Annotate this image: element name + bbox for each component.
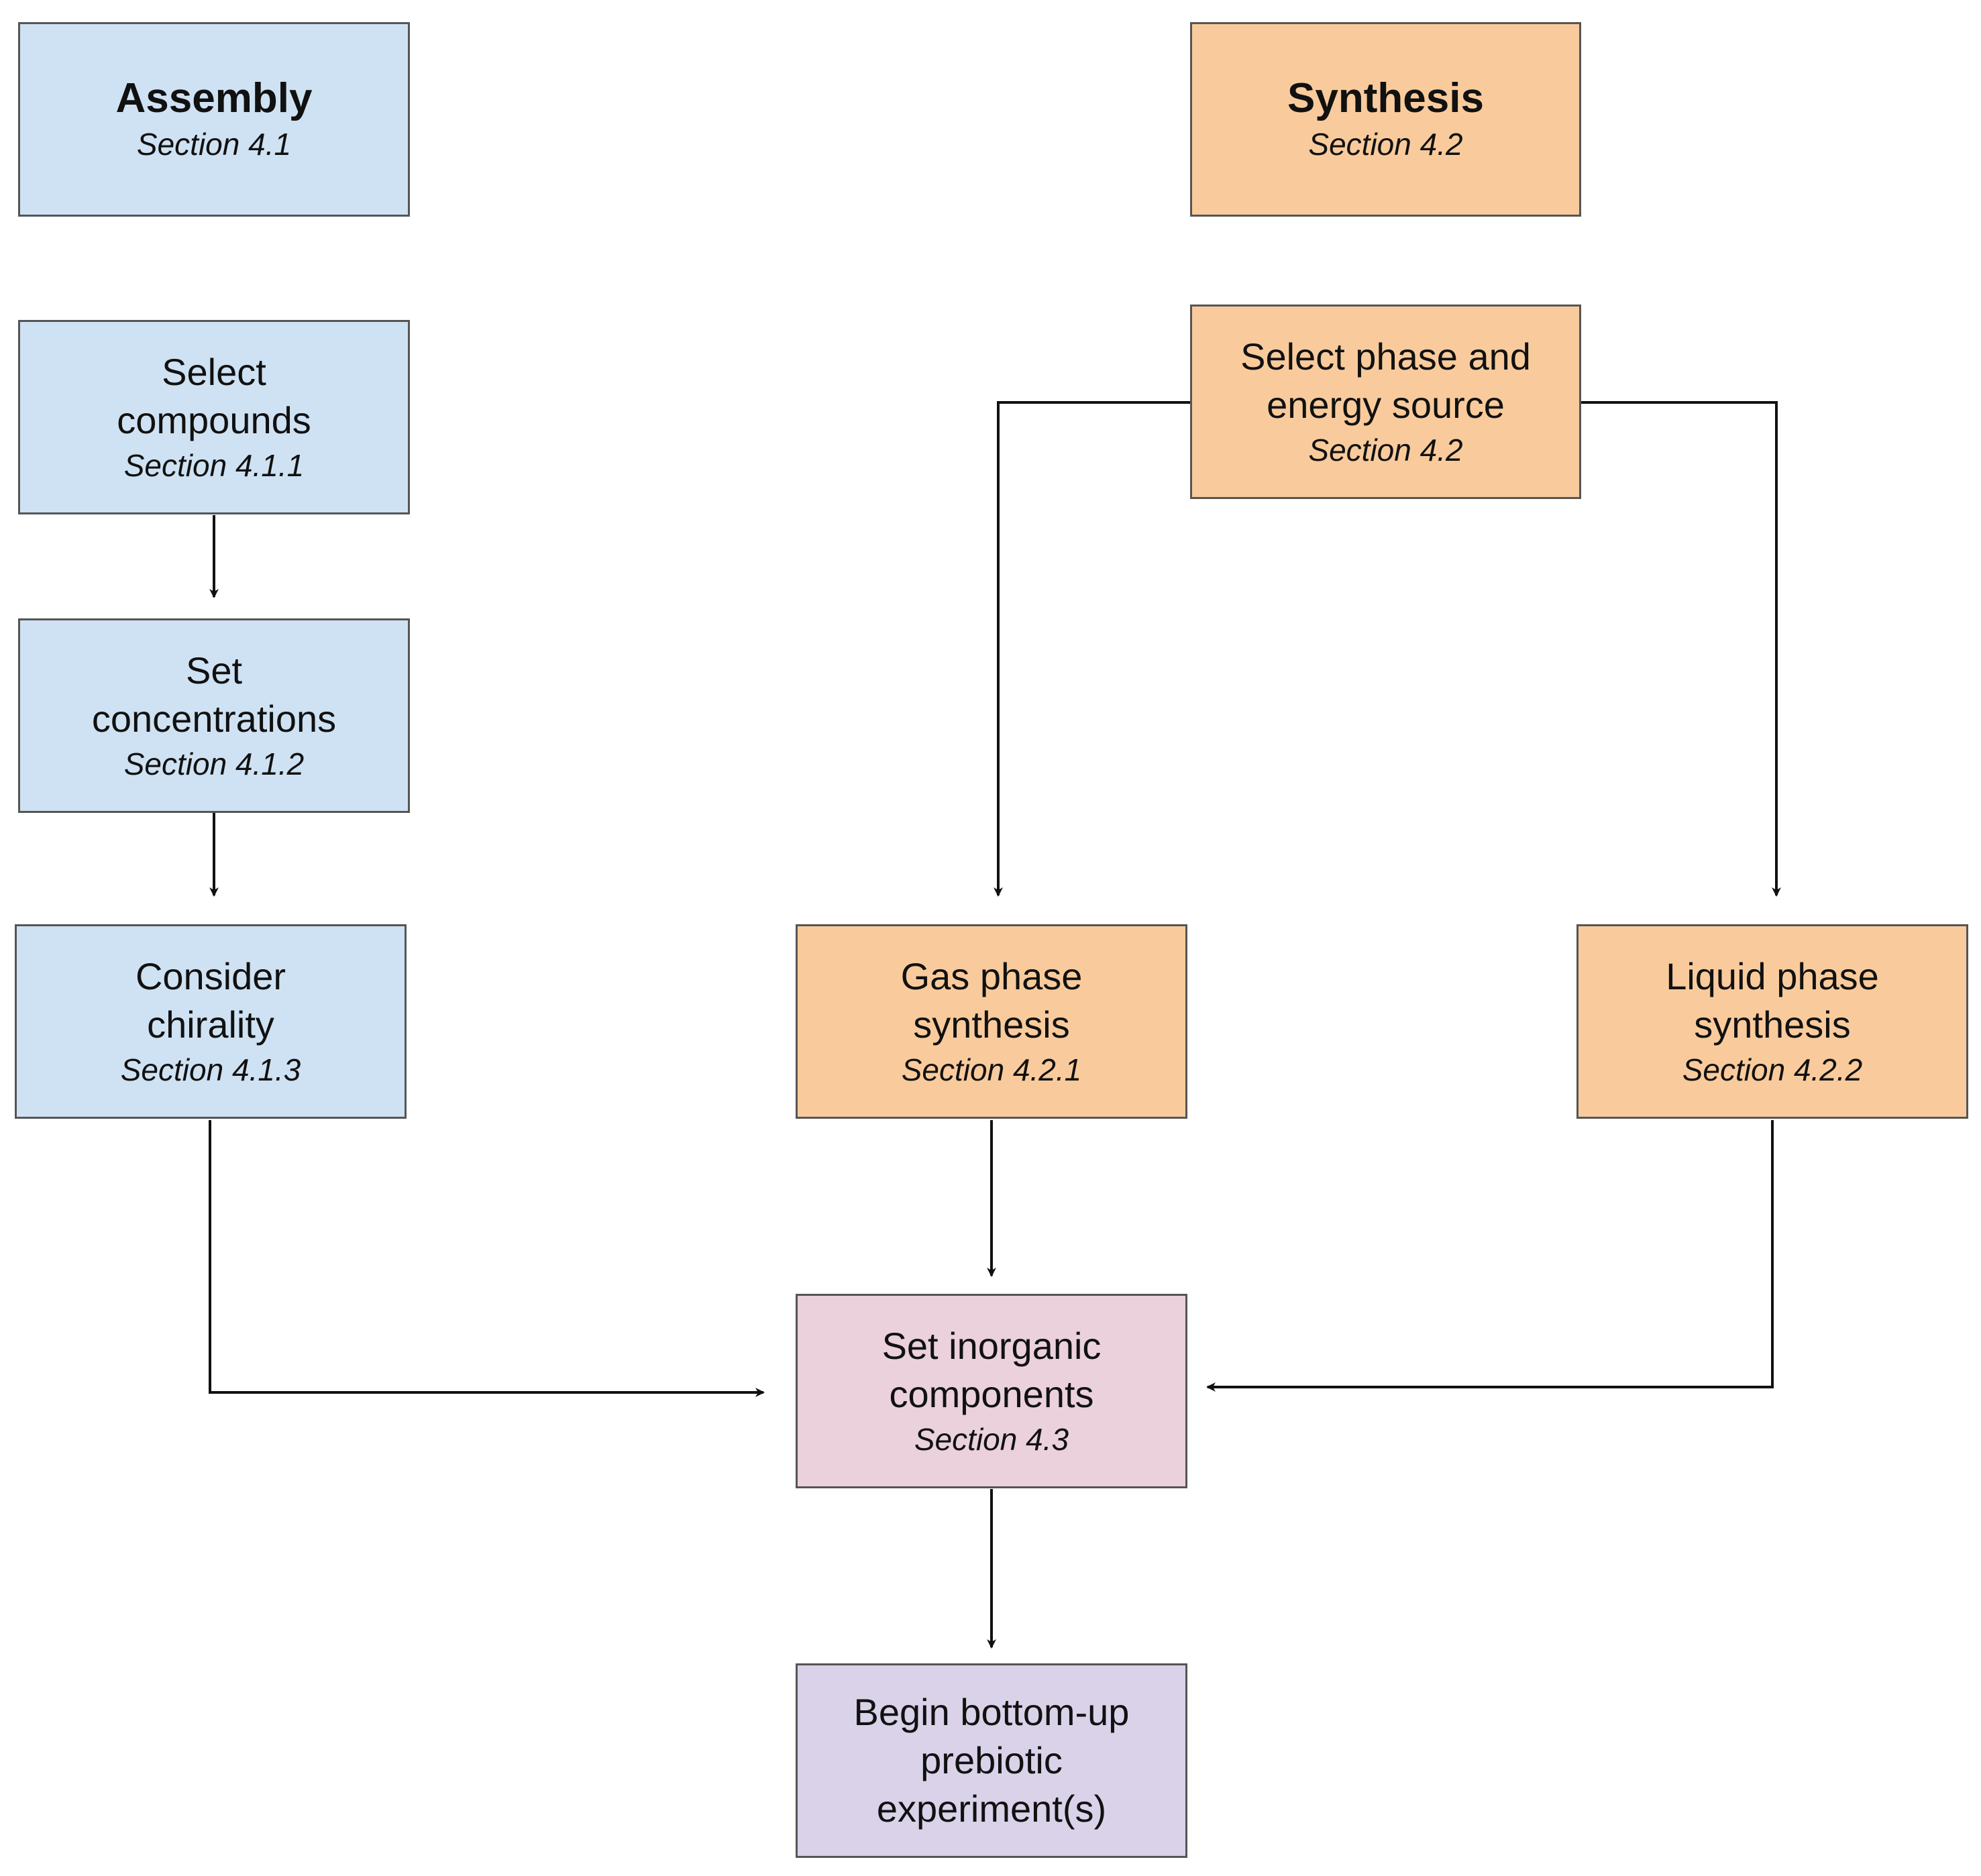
set-concentrations-section: Section 4.1.2 <box>123 747 305 781</box>
gas-phase-node: Gas phase synthesis Section 4.2.1 <box>796 924 1187 1119</box>
set-inorganic-section: Section 4.3 <box>914 1422 1069 1457</box>
liquid-phase-node: Liquid phase synthesis Section 4.2.2 <box>1576 924 1968 1119</box>
gas-phase-section: Section 4.2.1 <box>901 1052 1082 1087</box>
select-phase-section: Section 4.2 <box>1308 433 1463 467</box>
edge-liquid-phase-to-set-inorganic <box>1206 1120 1774 1392</box>
consider-chirality-node: Consider chirality Section 4.1.3 <box>15 924 407 1119</box>
begin-experiment-node: Begin bottom-up prebiotic experiment(s) <box>796 1663 1187 1858</box>
assembly-title: Assembly <box>115 74 313 121</box>
consider-chirality-line-1: Consider <box>135 955 286 997</box>
select-compounds-node: Select compounds Section 4.1.1 <box>18 320 410 514</box>
synthesis-header: Synthesis Section 4.2 <box>1190 22 1581 217</box>
gas-phase-line-1: Gas phase <box>900 955 1083 997</box>
gas-phase-line-2: synthesis <box>913 1003 1070 1046</box>
select-phase-line-2: energy source <box>1267 384 1505 426</box>
begin-experiment-line-3: experiment(s) <box>876 1787 1107 1830</box>
set-concentrations-line-1: Set <box>185 649 243 692</box>
set-concentrations-line-2: concentrations <box>91 698 337 740</box>
assembly-header: Assembly Section 4.1 <box>18 22 410 217</box>
select-compounds-line-1: Select <box>162 351 266 393</box>
select-compounds-section: Section 4.1.1 <box>123 448 305 483</box>
consider-chirality-line-2: chirality <box>147 1003 274 1046</box>
edge-consider-chirality-to-set-inorganic <box>209 1120 765 1397</box>
select-phase-node: Select phase and energy source Section 4… <box>1190 305 1581 499</box>
set-concentrations-node: Set concentrations Section 4.1.2 <box>18 618 410 813</box>
select-phase-line-1: Select phase and <box>1240 335 1531 378</box>
liquid-phase-section: Section 4.2.2 <box>1682 1052 1863 1087</box>
synthesis-title: Synthesis <box>1287 74 1484 121</box>
consider-chirality-section: Section 4.1.3 <box>120 1052 301 1087</box>
set-inorganic-node: Set inorganic components Section 4.3 <box>796 1294 1187 1488</box>
set-inorganic-line-2: components <box>889 1373 1094 1415</box>
synthesis-section: Section 4.2 <box>1308 127 1463 162</box>
assembly-section: Section 4.1 <box>136 127 292 162</box>
select-compounds-line-2: compounds <box>117 399 311 441</box>
edge-select-phase-to-gas-phase <box>994 401 1190 897</box>
begin-experiment-line-1: Begin bottom-up <box>853 1691 1130 1733</box>
set-inorganic-line-1: Set inorganic <box>881 1325 1102 1367</box>
liquid-phase-line-2: synthesis <box>1694 1003 1851 1046</box>
edge-select-phase-to-liquid-phase <box>1581 401 1781 897</box>
begin-experiment-line-2: prebiotic <box>920 1739 1063 1781</box>
liquid-phase-line-1: Liquid phase <box>1666 955 1879 997</box>
